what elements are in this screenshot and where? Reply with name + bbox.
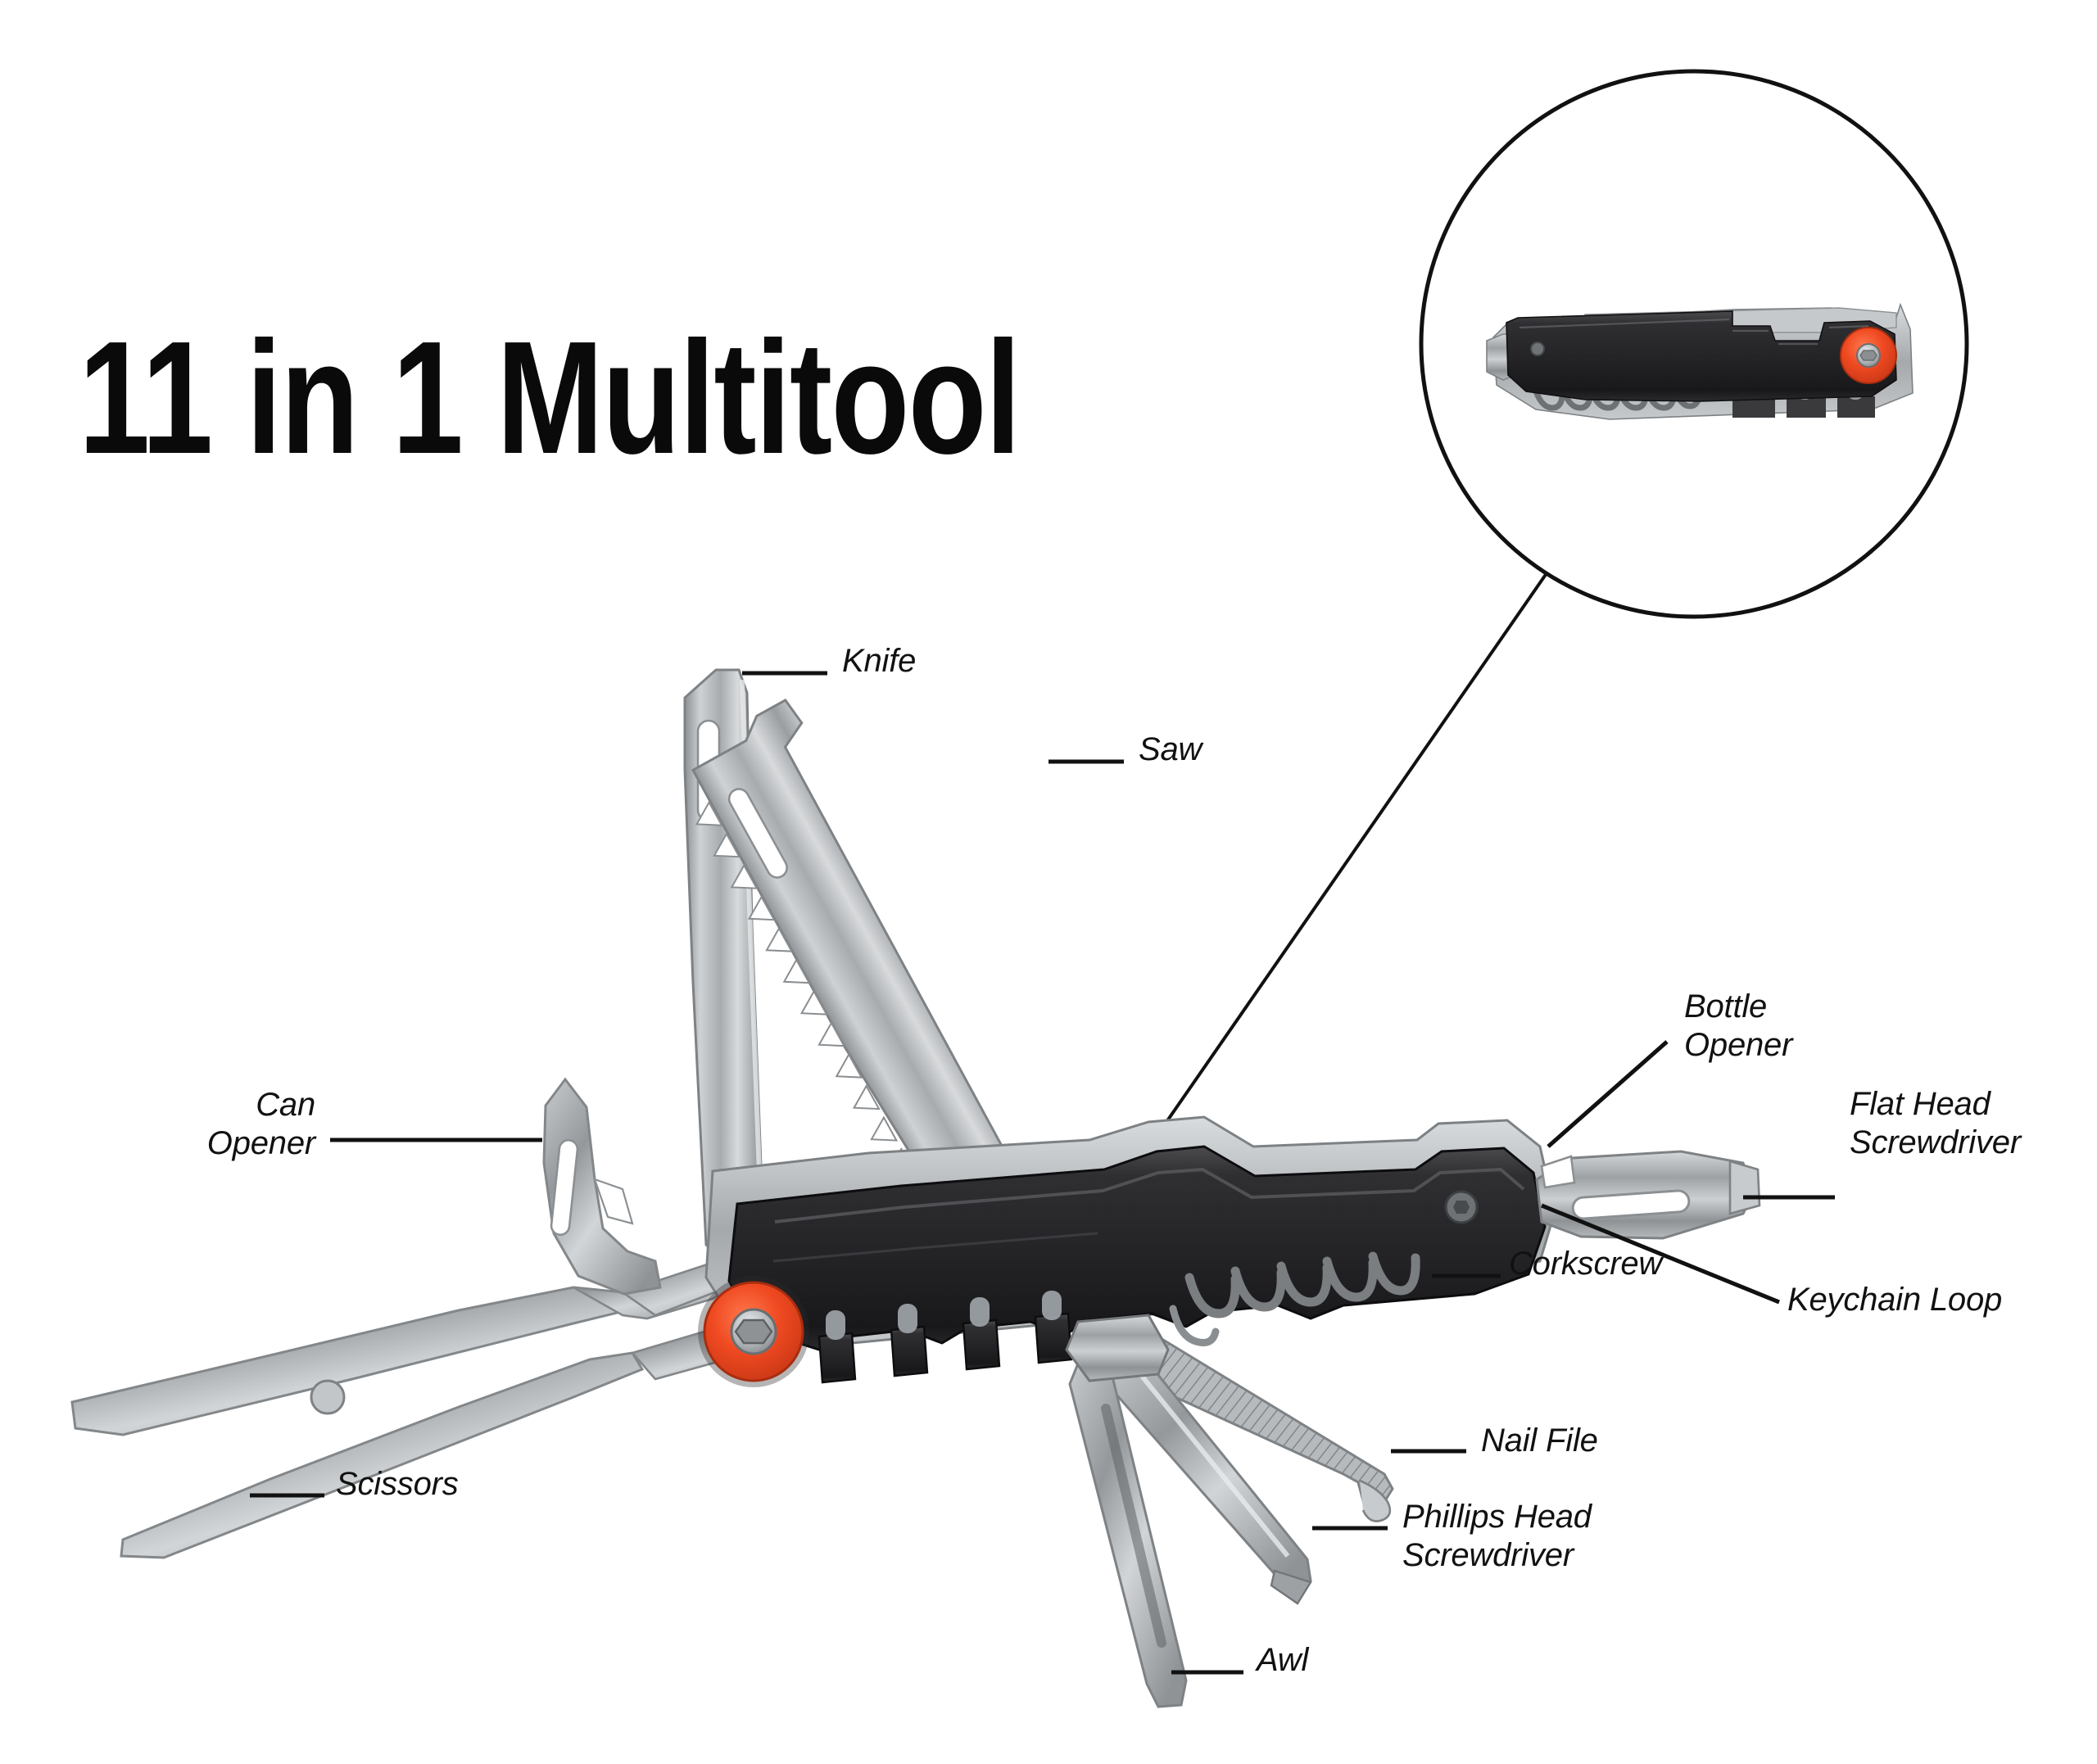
corkscrew-coil (1184, 1251, 1420, 1318)
label-corkscrew: Corkscrew (1509, 1246, 1663, 1282)
main-multitool-group (70, 668, 1761, 1708)
page-title: 11 in 1 Multitool (79, 308, 1021, 487)
keychain-loop-hole (1571, 1189, 1691, 1220)
awl-blade (1068, 1355, 1188, 1708)
scissors-pivot-rivet (310, 1379, 346, 1415)
phillips-head-screwdriver-blade (1103, 1351, 1312, 1605)
label-scissors: Scissors (336, 1466, 459, 1502)
can-opener-blade (542, 1077, 662, 1296)
folded-multitool (1486, 302, 1914, 420)
label-flat-head-screwdriver: Flat Head Screwdriver (1850, 1086, 2021, 1161)
folded-notch-teeth (1732, 396, 1875, 418)
bottom-tools-collar (1065, 1314, 1170, 1382)
inset-closeup-group (1165, 69, 1969, 1124)
label-bottle-opener: Bottle Opener (1684, 988, 1793, 1064)
inset-leader-line (1165, 563, 1554, 1124)
bottle-opener-notch (1540, 1155, 1576, 1189)
can-opener-slot (550, 1138, 579, 1237)
leader-keychain-loop (1541, 1203, 1780, 1305)
orange-pivot-screw (698, 1276, 809, 1387)
saw-nail-slot (727, 788, 788, 879)
label-knife: Knife (842, 643, 917, 679)
label-leader-lines (250, 671, 1835, 1675)
label-awl: Awl (1257, 1642, 1309, 1678)
label-keychain-loop: Keychain Loop (1787, 1282, 2003, 1318)
label-saw: Saw (1139, 731, 1202, 767)
nail-file-blade (1126, 1338, 1394, 1522)
flat-head-screwdriver-blade (1535, 1150, 1761, 1240)
black-handle-body (727, 1145, 1547, 1384)
corkscrew-shank (1169, 1305, 1220, 1346)
leader-bottle-opener (1547, 1040, 1669, 1148)
label-can-opener: Can Opener (206, 1087, 315, 1162)
folded-small-screw (1530, 341, 1545, 356)
label-phillips-head-screwdriver: Phillips Head Screwdriver (1402, 1499, 1592, 1574)
handle-notch-teeth (818, 1312, 1073, 1384)
label-nail-file: Nail File (1481, 1423, 1598, 1459)
